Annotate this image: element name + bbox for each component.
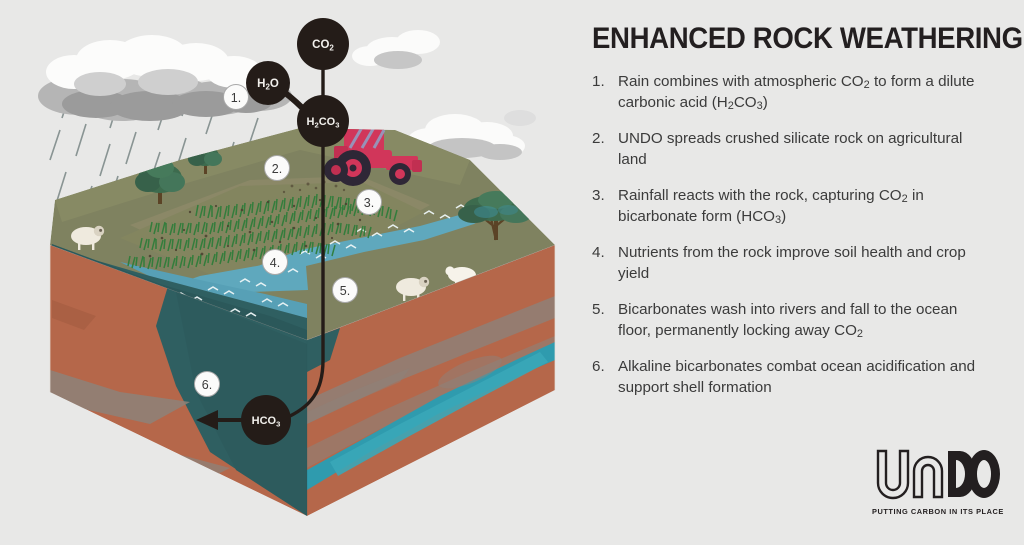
- step-number: 6.: [592, 358, 605, 376]
- molecule-h2co3-label: H2CO3: [307, 116, 340, 130]
- molecule-co2: CO2: [297, 18, 349, 70]
- svg-text:4.: 4.: [270, 256, 280, 270]
- svg-text:6.: 6.: [202, 378, 212, 392]
- svg-text:3.: 3.: [364, 196, 374, 210]
- step-text: Bicarbonates wash into rivers and fall t…: [618, 301, 958, 341]
- undo-wordmark: [876, 449, 1000, 500]
- svg-text:2.: 2.: [272, 162, 282, 176]
- logo-letter-d: [948, 451, 976, 497]
- step-item: 4. Nutrients from the rock improve soil h…: [592, 243, 992, 285]
- marker-4: 4.: [262, 249, 288, 275]
- rock-dust-trail: [282, 180, 346, 194]
- hco3-arrow: [196, 410, 243, 430]
- step-text: Rainfall reacts with the rock, capturing…: [618, 187, 924, 227]
- logo-letter-n: [912, 455, 944, 499]
- text-panel: ENHANCED ROCK WEATHERING 1. Rain combines…: [592, 22, 1023, 414]
- molecule-h2o: H2O: [246, 61, 290, 105]
- marker-3: 3.: [356, 189, 382, 215]
- step-number: 5.: [592, 301, 605, 319]
- undo-logo: PUTTING CARBON IN ITS PLACE: [872, 447, 1004, 516]
- marker-1: 1.: [223, 84, 249, 110]
- molecule-hco3-label: HCO3: [252, 415, 281, 429]
- step-text: Alkaline bicarbonates combat ocean acidi…: [618, 358, 976, 397]
- step-item: 5. Bicarbonates wash into rivers and fall…: [592, 300, 992, 342]
- svg-text:5.: 5.: [340, 284, 350, 298]
- step-text: Rain combines with atmospheric CO2 to fo…: [618, 73, 975, 113]
- molecule-co2-label: CO2: [312, 39, 334, 53]
- land-top-face: [50, 128, 555, 340]
- step-number: 2.: [592, 130, 605, 148]
- svg-text:1.: 1.: [231, 91, 241, 105]
- steps-list: 1. Rain combines with atmospheric CO2 to …: [592, 72, 992, 399]
- tree-right: [458, 191, 532, 241]
- logo-tagline: PUTTING CARBON IN ITS PLACE: [872, 507, 1004, 516]
- step-number: 1.: [592, 73, 605, 90]
- step-text: UNDO spreads crushed silicate rock on ag…: [618, 130, 963, 169]
- marker-5: 5.: [332, 277, 358, 303]
- marker-6: 6.: [194, 371, 220, 397]
- step-markers: 1. 2. 3. 4. 5. 6.: [194, 84, 382, 397]
- marker-2: 2.: [264, 155, 290, 181]
- molecule-h2co3: H2CO3: [297, 95, 349, 147]
- step-item: 1. Rain combines with atmospheric CO2 to …: [592, 72, 992, 114]
- step-item: 2. UNDO spreads crushed silicate rock on …: [592, 129, 992, 171]
- molecule-h2o-label: H2O: [257, 78, 279, 92]
- logo-letter-o: [968, 450, 1000, 498]
- crushed-rock-specks: [148, 198, 374, 258]
- sheep-left: [71, 225, 105, 250]
- molecule-hco3: HCO3: [241, 395, 291, 445]
- step-item: 3. Rainfall reacts with the rock, capturi…: [592, 186, 992, 228]
- page-title: ENHANCED ROCK WEATHERING: [592, 22, 1023, 55]
- step-number: 4.: [592, 244, 605, 262]
- logo-letter-u: [876, 449, 910, 500]
- line-h2co3-to-hco3: [289, 142, 325, 418]
- step-item: 6. Alkaline bicarbonates combat ocean aci…: [592, 357, 992, 399]
- step-text: Nutrients from the rock improve soil hea…: [618, 244, 966, 283]
- step-number: 3.: [592, 187, 605, 205]
